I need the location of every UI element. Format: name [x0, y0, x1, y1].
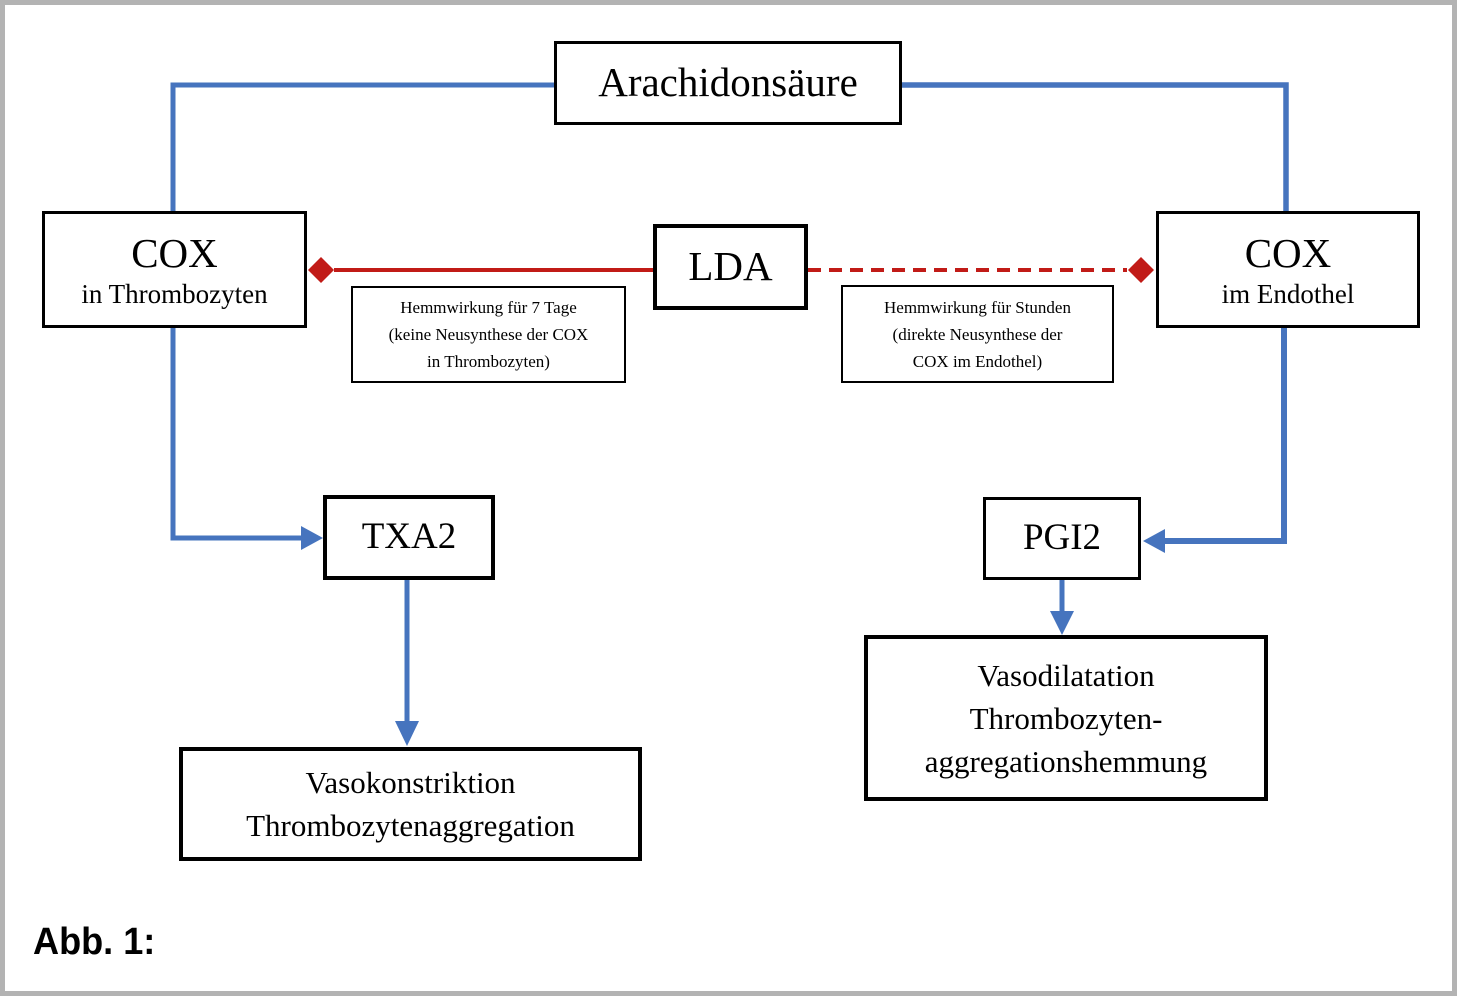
note-hemmwirkung-7-tage: Hemmwirkung für 7 Tage (keine Neusynthes…: [351, 286, 626, 383]
arrowhead-left-icon: [1143, 529, 1165, 553]
edge-line: [1165, 328, 1287, 544]
connector-layer: [170, 82, 1289, 746]
arrowhead-right-icon: [301, 526, 323, 550]
note-line: Hemmwirkung für Stunden: [884, 297, 1071, 317]
edge-cox-thrombozyten-to-txa2: [170, 328, 323, 550]
edge-line: [170, 328, 301, 541]
arrowhead-down-icon: [395, 721, 419, 746]
result-line: Vasodilatation: [977, 657, 1155, 693]
figure-caption: Abb. 1:: [33, 921, 156, 963]
edge-arachidonsaeure-to-cox-endothel: [902, 82, 1289, 211]
node-lda-label: LDA: [688, 243, 773, 290]
result-line: Thrombozytenaggregation: [246, 808, 575, 843]
note-line: (keine Neusynthese der COX: [388, 325, 589, 344]
note-line: (direkte Neusynthese der: [892, 324, 1063, 344]
inhibit-diamond-icon: [308, 257, 334, 283]
node-cox-endothel-title: COX: [1244, 229, 1332, 276]
edge-arachidonsaeure-to-cox-thrombozyten: [170, 82, 554, 211]
node-cox-thrombozyten-subtitle: in Thrombozyten: [81, 278, 268, 309]
node-pgi2: PGI2: [983, 497, 1141, 580]
node-cox-endothel: COX im Endothel: [1156, 211, 1420, 328]
node-arachidonsaeure: Arachidonsäure: [554, 41, 902, 125]
result-line: Thrombozyten-: [969, 700, 1163, 736]
edge-lda-inhibits-cox-thrombozyten: [308, 257, 653, 283]
edge-txa2-to-vasokonstriktion: [395, 580, 419, 746]
arrowhead-down-icon: [1050, 611, 1074, 635]
node-txa2-label: TXA2: [361, 516, 457, 558]
result-line: aggregationshemmung: [924, 743, 1208, 779]
edge-lda-inhibits-cox-endothel: [808, 257, 1154, 283]
edge-pgi2-to-vasodilatation: [1050, 580, 1074, 635]
node-cox-thrombozyten: COX in Thrombozyten: [42, 211, 307, 328]
node-lda: LDA: [653, 224, 808, 310]
node-vasodilatation: Vasodilatation Thrombozyten- aggregation…: [864, 635, 1268, 801]
node-vasokonstriktion: Vasokonstriktion Thrombozytenaggregation: [179, 747, 642, 861]
note-line: COX im Endothel): [912, 351, 1043, 371]
node-txa2: TXA2: [323, 495, 495, 580]
node-cox-endothel-subtitle: im Endothel: [1221, 278, 1355, 309]
result-line: Vasokonstriktion: [305, 765, 516, 800]
note-line: Hemmwirkung für 7 Tage: [400, 298, 577, 317]
edge-cox-endothel-to-pgi2: [1143, 328, 1287, 553]
node-arachidonsaeure-label: Arachidonsäure: [598, 59, 858, 106]
note-line: in Thrombozyten): [427, 352, 550, 371]
node-cox-thrombozyten-title: COX: [131, 229, 218, 276]
inhibit-diamond-icon: [1128, 257, 1154, 283]
node-pgi2-label: PGI2: [1022, 517, 1102, 559]
note-hemmwirkung-stunden: Hemmwirkung für Stunden (direkte Neusynt…: [841, 285, 1114, 383]
